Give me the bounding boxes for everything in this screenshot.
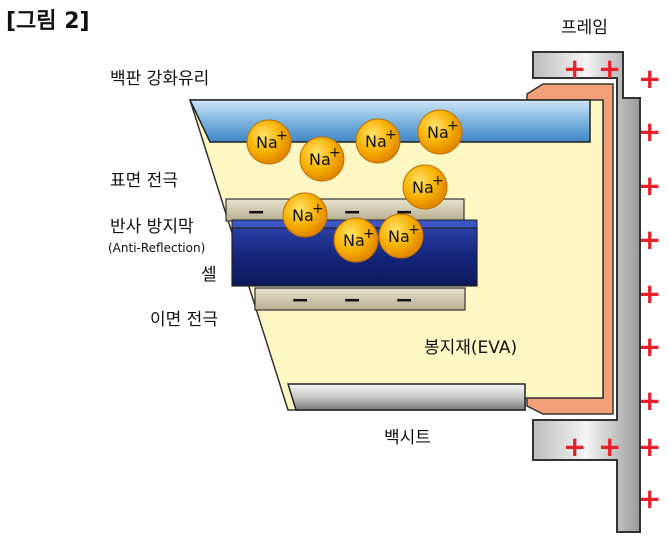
positive-charge: + [638, 223, 661, 256]
frame-label: 프레임 [561, 18, 608, 38]
sodium-ion: Na + [299, 136, 345, 182]
back-electrode [254, 287, 466, 311]
ion-symbol: Na [412, 178, 434, 197]
frame-positive-charges: + + + + + + + + + + + + + [563, 52, 661, 515]
negative-charge: − [395, 288, 413, 313]
anti-reflection-en-label: (Anti-Reflection) [108, 241, 205, 255]
positive-charge: + [638, 330, 661, 363]
ion-symbol: Na [427, 123, 449, 142]
component-labels: 프레임 백판 강화유리 표면 전극 반사 방지막 (Anti-Reflectio… [108, 18, 608, 448]
positive-charge: + [638, 169, 661, 202]
sodium-ion: Na + [333, 217, 379, 263]
front-glass [188, 99, 591, 143]
positive-charge: + [638, 277, 661, 310]
front-electrode-label: 표면 전극 [110, 171, 178, 191]
anti-reflection-label: 반사 방지막 [110, 217, 194, 237]
negative-charge: − [247, 200, 265, 225]
ion-charge: + [408, 222, 420, 238]
back-electrode-negative-charges: − − − [291, 288, 413, 313]
ion-charge: + [447, 118, 459, 134]
positive-charge: + [638, 430, 661, 463]
ion-symbol: Na [292, 206, 314, 225]
positive-charge: + [638, 384, 661, 417]
front-glass-label: 백판 강화유리 [110, 69, 209, 89]
sodium-ion: Na + [417, 109, 463, 155]
sodium-ion: Na + [402, 164, 448, 210]
sodium-ion: Na + [246, 119, 292, 165]
positive-charge: + [598, 430, 621, 463]
positive-charge: + [638, 482, 661, 515]
negative-charge: − [291, 288, 309, 313]
sodium-ion: Na + [282, 192, 328, 238]
figure-title: [그림 2] [6, 9, 90, 34]
encapsulant-label: 봉지재(EVA) [424, 338, 517, 358]
ion-charge: + [312, 201, 324, 217]
negative-charge: − [343, 288, 361, 313]
cell-label: 셀 [201, 265, 217, 285]
backsheet-label: 백시트 [384, 428, 431, 448]
ion-symbol: Na [256, 133, 278, 152]
ion-charge: + [329, 145, 341, 161]
frame-body [532, 51, 641, 533]
back-electrode-label: 이면 전극 [150, 310, 218, 330]
backsheet [286, 383, 526, 411]
ion-symbol: Na [365, 132, 387, 151]
positive-charge: + [563, 430, 586, 463]
positive-charge: + [563, 52, 586, 85]
ion-symbol: Na [388, 227, 410, 246]
ion-charge: + [276, 128, 288, 144]
ion-symbol: Na [309, 150, 331, 169]
sodium-ions: Na + Na + Na + Na + Na + Na + [246, 109, 463, 263]
ion-charge: + [432, 173, 444, 189]
sodium-ion: Na + [355, 118, 401, 164]
positive-charge: + [638, 62, 661, 95]
positive-charge: + [638, 115, 661, 148]
ion-charge: + [363, 226, 375, 242]
ion-charge: + [385, 127, 397, 143]
sodium-ion: Na + [378, 213, 424, 259]
ion-symbol: Na [343, 231, 365, 250]
positive-charge: + [598, 52, 621, 85]
